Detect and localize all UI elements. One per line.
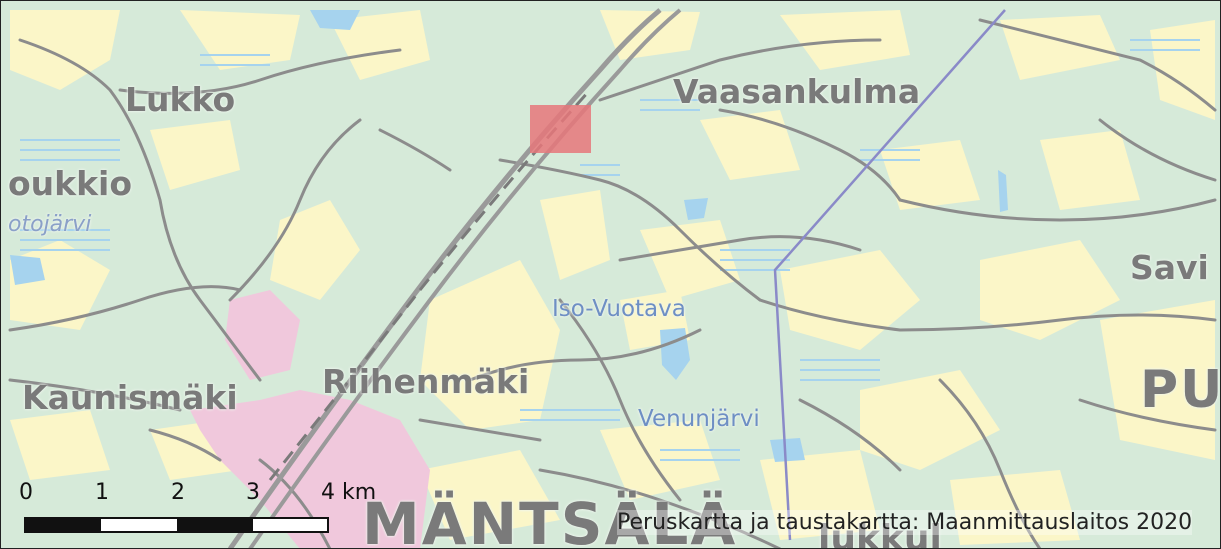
water-areas bbox=[10, 10, 1008, 462]
minor-roads bbox=[8, 18, 1217, 549]
place-label-pu: PU bbox=[1140, 360, 1221, 420]
place-label-savi: Savi bbox=[1130, 248, 1209, 287]
scale-segment-3 bbox=[177, 518, 253, 532]
municipal-boundary bbox=[773, 9, 1006, 541]
scale-tick-0: 0 bbox=[19, 480, 33, 505]
water-label-iso-vuotava: Iso-Vuotava bbox=[552, 296, 686, 322]
place-label-vaasankulma: Vaasankulma bbox=[673, 72, 921, 111]
place-label-kaunismaki: Kaunismäki bbox=[22, 378, 238, 417]
map-attribution: Peruskartta ja taustakartta: Maanmittaus… bbox=[617, 510, 1193, 535]
scale-tick-3: 3 bbox=[246, 480, 260, 505]
scale-segment-1 bbox=[25, 518, 101, 532]
place-label-lukko: Lukko bbox=[125, 80, 236, 119]
place-label-riihenmaki: Riihenmäki bbox=[322, 362, 530, 401]
water-label-potojarvi: otojärvi bbox=[8, 212, 92, 237]
scale-tick-1: 1 bbox=[95, 480, 109, 505]
marsh-hatching bbox=[20, 39, 1200, 461]
scale-bar bbox=[24, 517, 329, 533]
place-label-bottom-right-fragment: lukkul bbox=[818, 518, 942, 549]
place-label-oukkio: oukkio bbox=[8, 164, 133, 203]
highlight-square-marker[interactable] bbox=[530, 105, 591, 153]
place-label-mantsala: MÄNTSÄLÄ bbox=[362, 490, 738, 549]
water-label-venunjarvi: Venunjärvi bbox=[638, 406, 760, 432]
scale-tick-2: 2 bbox=[171, 480, 185, 505]
scale-tick-4km: 4 km bbox=[321, 480, 377, 505]
